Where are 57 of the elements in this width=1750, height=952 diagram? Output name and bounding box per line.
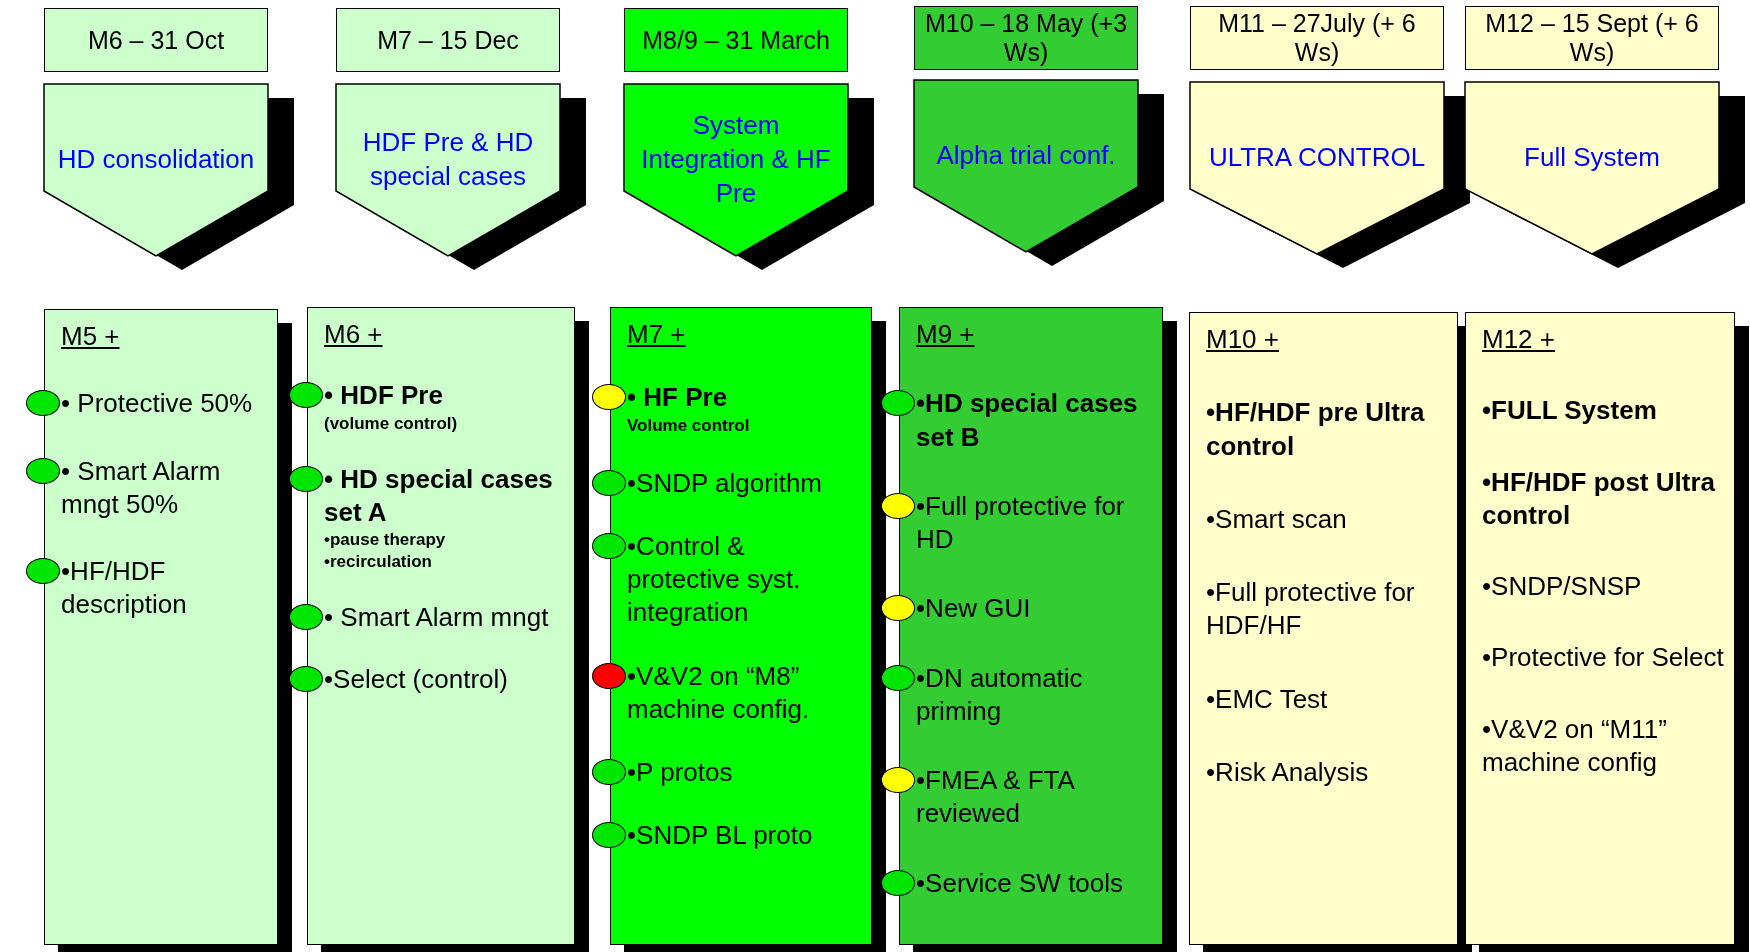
stage-title: Full System	[1523, 141, 1661, 175]
milestone-date-box	[1465, 6, 1719, 70]
stage-title: HD consolidation	[56, 143, 256, 177]
milestone-date: M8/9 – 31 March	[642, 25, 830, 55]
task-item: •pause therapy	[324, 529, 447, 552]
task-item: •HF/HDF description	[61, 555, 267, 622]
task-item: •FMEA & FTA reviewed	[916, 764, 1152, 831]
task-item: •Select (control)	[324, 662, 564, 696]
task-item: •P protos	[627, 756, 861, 790]
milestone-date: M12 – 15 Sept (+ 6 Ws)	[1484, 9, 1700, 67]
milestone-date-box	[336, 8, 560, 72]
milestone-date-box	[1190, 6, 1444, 70]
task-item: •SNDP BL proto	[627, 819, 861, 853]
milestone-date: M6 – 31 Oct	[87, 25, 225, 55]
milestone-date: M10 – 18 May (+3 Ws)	[923, 9, 1129, 67]
milestone-date-box	[44, 8, 268, 72]
task-item: •FULL System	[1482, 394, 1658, 428]
milestone-heading: M7 +	[627, 318, 687, 351]
task-item: •SNDP algorithm	[627, 466, 861, 500]
stage-title: System Integration & HF Pre	[640, 109, 832, 211]
milestone-date-box	[624, 8, 848, 72]
task-item: •recirculation	[324, 551, 433, 574]
task-item: •Service SW tools	[916, 866, 1152, 900]
task-item: •EMC Test	[1206, 682, 1329, 716]
task-item: • HD special cases set A	[324, 462, 564, 530]
task-item: • HDF Pre	[324, 379, 564, 413]
task-item: •HF/HDF pre Ultra control	[1206, 396, 1426, 463]
task-item: •SNDP/SNSP	[1482, 570, 1643, 604]
task-item: • Smart Alarm mngt 50%	[61, 454, 267, 522]
task-item: •Protective for Select	[1482, 641, 1724, 675]
task-item: •Risk Analysis	[1206, 755, 1370, 789]
milestone-heading: M6 +	[324, 318, 384, 351]
stage-title: Alpha trial conf.	[935, 139, 1117, 173]
task-item: •Full protective for HD	[916, 489, 1152, 557]
task-item: •New GUI	[916, 592, 1152, 626]
task-item: • Protective 50%	[61, 387, 267, 421]
milestone-heading: M12 +	[1482, 323, 1556, 356]
task-item: •Full protective for HDF/HF	[1206, 576, 1416, 643]
task-item: •V&V2 on “M11” machine config	[1482, 712, 1668, 779]
task-item: • HF Pre	[627, 381, 861, 415]
task-item: (volume control)	[324, 412, 459, 435]
stage-title: HDF Pre & HD special cases	[361, 126, 535, 194]
task-item: Volume control	[627, 414, 751, 437]
milestone-date-box	[914, 6, 1138, 70]
milestone-heading: M10 +	[1206, 323, 1280, 356]
task-item: •HF/HDF post Ultra control	[1482, 465, 1716, 532]
milestone-date: M11 – 27July (+ 6 Ws)	[1217, 9, 1417, 67]
task-item: •DN automatic priming	[916, 661, 1152, 729]
milestone-heading: M5 +	[61, 320, 121, 353]
task-item: •Smart scan	[1206, 502, 1348, 536]
stage-title: ULTRA CONTROL	[1207, 141, 1427, 175]
task-item: •V&V2 on “M8” machine config.	[627, 659, 861, 727]
task-item: •HD special cases set B	[916, 387, 1152, 454]
task-item: • Smart Alarm mngt	[324, 601, 564, 635]
milestone-heading: M9 +	[916, 318, 976, 351]
task-item: •Control & protective syst. integration	[627, 529, 861, 630]
milestone-date: M7 – 15 Dec	[377, 25, 519, 55]
